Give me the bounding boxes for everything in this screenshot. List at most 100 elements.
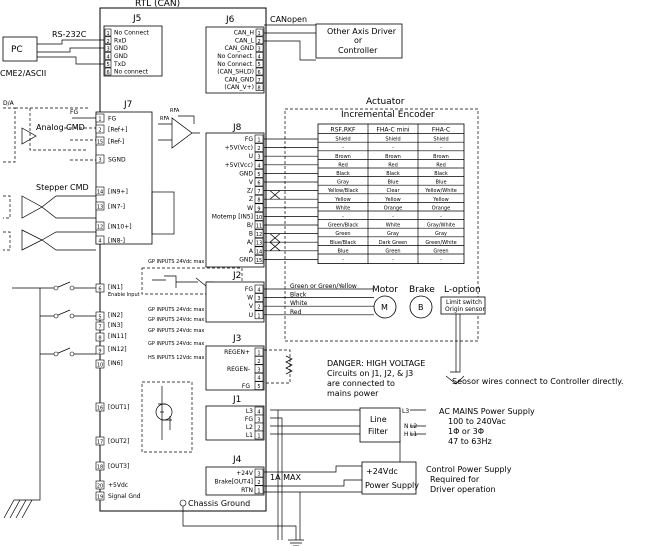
j4-title: J4 bbox=[232, 455, 242, 465]
loption-box[interactable] bbox=[440, 296, 486, 315]
encoder-cell: Green bbox=[385, 248, 400, 254]
motor-symbol[interactable] bbox=[373, 295, 397, 319]
encoder-cell: Brown bbox=[335, 154, 351, 160]
j8-pin-number: 4 bbox=[257, 163, 260, 169]
j3-pin-label: FG bbox=[242, 383, 250, 390]
j7-pin-label: [IN8-] bbox=[108, 238, 125, 245]
j6-title: J6 bbox=[225, 15, 235, 25]
j7-pin-label: FG bbox=[108, 116, 116, 123]
cp-line1: Control Power Supply bbox=[426, 465, 512, 474]
encoder-cell: Yellow bbox=[384, 197, 400, 203]
j8-pin-number: 11 bbox=[256, 224, 262, 230]
j8-pin-box bbox=[254, 220, 264, 230]
j8-pin-label: +5V(Vcc) bbox=[225, 145, 253, 152]
j7-pin-number: 2 bbox=[98, 128, 101, 134]
power-supply-box[interactable] bbox=[361, 461, 417, 495]
canopen-label: CANopen bbox=[270, 15, 307, 24]
input-label: [IN6] bbox=[108, 360, 123, 367]
j6-pin-5 bbox=[255, 59, 264, 68]
output-pin-box bbox=[95, 402, 105, 412]
pc-label: PC bbox=[11, 45, 23, 55]
can-wire bbox=[264, 24, 316, 61]
input-label: [IN2] bbox=[108, 312, 123, 319]
encoder-cell: Shield bbox=[385, 137, 400, 143]
encoder-cell: Black bbox=[386, 171, 400, 177]
input-note: GP INPUTS 24Vdc max bbox=[148, 307, 204, 313]
filter-line2: Filter bbox=[368, 427, 389, 436]
other-axis-box[interactable] bbox=[315, 23, 403, 59]
j2-pin-box bbox=[254, 301, 264, 311]
output-label: Signal Gnd bbox=[108, 493, 141, 500]
j6-pin-label: No Connect. bbox=[217, 53, 254, 60]
j8-pin-number: 3 bbox=[257, 155, 260, 161]
j6-pin-number: 7 bbox=[258, 78, 261, 84]
stepper-cmd-wire bbox=[3, 195, 11, 251]
j2-pin-number: 4 bbox=[257, 288, 260, 294]
ac-mains-line2: 100 to 240Vac bbox=[448, 417, 506, 426]
j8-pin-label: Z/ bbox=[247, 188, 254, 195]
j4-pin-label: RTN bbox=[241, 487, 253, 494]
j7-pin-label: [IN9+] bbox=[108, 189, 128, 196]
j1-pin-box bbox=[254, 430, 264, 440]
j6-pin-label: CAN_H bbox=[234, 30, 254, 37]
drive-title: RTL (CAN) bbox=[135, 0, 180, 9]
j7-pin-label: [Ref-] bbox=[108, 139, 124, 146]
j1-pin-number: 1 bbox=[257, 434, 260, 440]
j5-pin-label: RxD bbox=[114, 37, 127, 44]
chassis-ground-label: Chassis Ground bbox=[188, 499, 250, 508]
input-circuit bbox=[152, 275, 214, 288]
twisted-pair-mark bbox=[269, 241, 281, 252]
j6-pin-number: 3 bbox=[258, 47, 261, 53]
encoder-cell: Gray/White bbox=[427, 223, 455, 229]
j5-pin-6 bbox=[104, 67, 112, 76]
line-filter-box[interactable] bbox=[359, 407, 401, 443]
actuator-box[interactable] bbox=[284, 108, 479, 342]
j2-pin-number: 2 bbox=[257, 305, 260, 311]
chassis-ground-symbol bbox=[179, 499, 187, 507]
svg-text:RFA: RFA bbox=[160, 116, 170, 122]
input-label: [IN3] bbox=[108, 322, 123, 329]
j2-pin-number: 1 bbox=[257, 313, 260, 319]
motor-wire-color: Green or Green/Yellow bbox=[290, 283, 357, 290]
output-label: [OUT3] bbox=[108, 463, 129, 470]
input-switches[interactable] bbox=[40, 309, 96, 355]
brake-symbol[interactable] bbox=[409, 295, 433, 319]
cp-line2: Required for bbox=[430, 475, 480, 484]
other-axis-line1: Other Axis Driver bbox=[327, 27, 397, 36]
j5-title: J5 bbox=[132, 14, 141, 24]
j8-pin-number: 8 bbox=[257, 198, 260, 204]
j1-connector bbox=[205, 405, 265, 441]
j8-pin-box bbox=[254, 143, 264, 152]
enable-switch[interactable] bbox=[12, 281, 96, 501]
j8-pin-label: Z bbox=[249, 196, 253, 203]
input-pin-number: 9 bbox=[98, 349, 101, 355]
opamp-circuit bbox=[158, 115, 200, 149]
j5-pin-label: No Connect bbox=[114, 30, 150, 37]
pc-box[interactable] bbox=[2, 36, 38, 62]
j7-pin-number: 15 bbox=[97, 140, 103, 146]
j5-pin-2 bbox=[104, 36, 112, 45]
j7-pin-label: SGND bbox=[108, 157, 126, 164]
j7-pin-label: [IN10+] bbox=[108, 224, 132, 231]
j7-pin-number: 12 bbox=[97, 225, 103, 231]
j2-connector bbox=[205, 281, 265, 323]
output-label: +5Vdc bbox=[108, 482, 128, 489]
j8-pin-box bbox=[254, 160, 264, 170]
j7-pin-number: 1 bbox=[98, 117, 101, 123]
j8-pin-box bbox=[254, 229, 264, 238]
loption-line1: Limit switch bbox=[446, 299, 482, 306]
j6-pin-8 bbox=[255, 83, 264, 91]
output-label: [OUT2] bbox=[108, 438, 129, 445]
encoder-cell: - bbox=[440, 145, 442, 151]
encoder-cell: Black bbox=[336, 171, 350, 177]
j7-pin-box bbox=[95, 124, 105, 134]
j6-pin-label: (CAN_V+) bbox=[224, 84, 254, 91]
j1-pin-number: 2 bbox=[257, 426, 260, 432]
j6-pin-number: 1 bbox=[258, 31, 261, 37]
motor-wire-color: White bbox=[290, 300, 308, 307]
j8-pin-number: 15 bbox=[256, 258, 262, 264]
j3-pin-label: REGEN- bbox=[227, 366, 250, 373]
j8-pin-box bbox=[254, 186, 264, 195]
j5-connector bbox=[103, 25, 163, 77]
